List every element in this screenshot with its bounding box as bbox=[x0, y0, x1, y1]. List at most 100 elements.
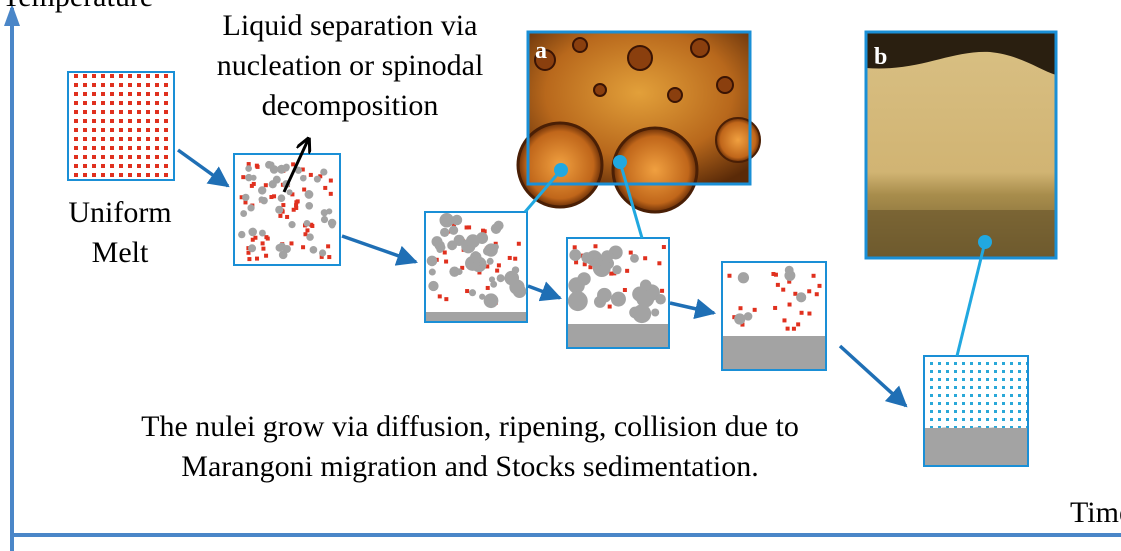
nucleation-growth-box-red-particle bbox=[437, 294, 442, 299]
coalescence-box-gray-droplet bbox=[630, 253, 639, 263]
coalescence-box-gray-droplet bbox=[591, 257, 602, 268]
separation-box-red-particle bbox=[243, 200, 248, 205]
nucleation-growth-box-gray-droplet bbox=[486, 257, 494, 265]
separation-box-red-particle bbox=[261, 246, 266, 251]
micrograph-a: a bbox=[516, 30, 761, 214]
separation-box-gray-droplet bbox=[313, 175, 321, 183]
separation-box-gray-droplet bbox=[240, 210, 248, 217]
separation-box-gray-droplet bbox=[278, 250, 288, 260]
separation-box-red-particle bbox=[300, 167, 305, 172]
separation-box-red-particle bbox=[254, 163, 259, 168]
nucleation-growth-box-gray-droplet bbox=[439, 213, 454, 228]
coalescence-box-gray-droplet bbox=[597, 287, 612, 303]
sedimentation-box-red-particle bbox=[771, 271, 776, 276]
separation-box-red-particle bbox=[328, 191, 333, 196]
separation-box-gray-droplet bbox=[258, 196, 265, 203]
coalescence-box-red-particle bbox=[660, 288, 665, 293]
sedimentation-box-red-particle bbox=[799, 310, 804, 315]
nucleation-growth-box-red-particle bbox=[460, 265, 465, 270]
sedimentation-box-gray-droplet bbox=[743, 312, 753, 321]
separation-box-red-particle bbox=[290, 192, 295, 197]
nucleation-growth-box-gray-droplet bbox=[490, 280, 498, 288]
sedimentation-box-red-particle bbox=[773, 305, 778, 310]
sedimentation-box-red-particle bbox=[773, 272, 778, 277]
separation-box-gray-droplet bbox=[305, 201, 314, 210]
coalescence-box-red-particle bbox=[609, 271, 614, 276]
nucleation-growth-box-red-particle bbox=[495, 268, 500, 273]
nucleation-growth-box-red-particle bbox=[477, 270, 482, 275]
coalescence-box-red-particle bbox=[582, 262, 587, 267]
separation-box-gray-droplet bbox=[304, 190, 314, 199]
nucleation-growth-box-red-particle bbox=[516, 241, 521, 246]
separation-box-gray-droplet bbox=[320, 168, 328, 176]
separation-box-red-particle bbox=[247, 257, 252, 262]
nucleation-growth-box-red-particle bbox=[465, 289, 470, 294]
melt-label: Uniform Melt bbox=[45, 193, 195, 273]
separation-box-red-particle bbox=[309, 222, 314, 227]
separation-box-gray-droplet bbox=[245, 165, 252, 172]
sedimentation-box-red-particle bbox=[727, 273, 732, 278]
nucleation-growth-box-gray-droplet bbox=[428, 268, 436, 276]
nucleation-growth-box-red-particle bbox=[485, 264, 490, 269]
coalescence-box-red-particle bbox=[588, 265, 593, 270]
melt-label-line-1: Uniform bbox=[68, 196, 172, 229]
separation-box-red-particle bbox=[281, 203, 286, 208]
separation-box-gray-droplet bbox=[328, 222, 336, 229]
separation-box-red-particle bbox=[251, 181, 256, 186]
separation-box-red-particle bbox=[291, 162, 296, 167]
separation-box-red-particle bbox=[301, 245, 306, 250]
separation-box-red-particle bbox=[264, 235, 269, 240]
sedimentation-box-red-particle bbox=[793, 291, 798, 296]
sedimentation-box-red-particle bbox=[787, 279, 792, 284]
separation-box-red-particle bbox=[327, 255, 332, 260]
separation-note-line-1: Liquid separation via bbox=[222, 9, 478, 42]
separation-box-red-particle bbox=[302, 187, 307, 192]
separation-box-red-particle bbox=[308, 172, 313, 177]
sedimentation-box-red-particle bbox=[785, 326, 790, 331]
separation-box-red-particle bbox=[319, 254, 324, 259]
separation-box-red-particle bbox=[289, 241, 294, 246]
separation-box-red-particle bbox=[318, 174, 323, 179]
sedimentation-box-red-particle bbox=[811, 273, 816, 278]
separation-box-gray-droplet bbox=[248, 244, 257, 253]
separation-box-gray-droplet bbox=[299, 174, 307, 182]
separation-box-red-particle bbox=[263, 183, 268, 188]
nucleation-growth-box-gray-droplet bbox=[504, 270, 520, 286]
separation-box-red-particle bbox=[305, 228, 310, 233]
separation-box-gray-droplet bbox=[275, 205, 284, 214]
arrow-1 bbox=[176, 148, 230, 188]
separation-box-gray-droplet bbox=[245, 173, 253, 182]
nucleation-growth-box-gray-droplet bbox=[440, 227, 450, 238]
separation-note: Liquid separation via nucleation or spin… bbox=[185, 6, 515, 126]
separation-box-gray-droplet bbox=[277, 194, 286, 203]
sedimentation-box-red-particle bbox=[807, 311, 812, 316]
nucleation-growth-box-gray-droplet bbox=[438, 244, 446, 252]
separation-box-red-particle bbox=[323, 185, 328, 190]
coalescence-box-red-particle bbox=[572, 245, 577, 250]
y-axis-arrowhead bbox=[4, 4, 20, 26]
coalescence-box-gray-droplet bbox=[612, 265, 622, 275]
separation-box-gray-droplet bbox=[248, 227, 257, 237]
separation-box-gray-droplet bbox=[258, 186, 267, 195]
micrograph-connectors bbox=[523, 155, 992, 357]
nucleation-growth-box-gray-droplet bbox=[496, 274, 505, 283]
separation-box-gray-droplet bbox=[303, 219, 311, 227]
arrow-2 bbox=[341, 234, 418, 266]
nucleation-growth-box-gray-droplet bbox=[492, 243, 499, 251]
separation-box-gray-droplet bbox=[238, 230, 246, 239]
arrow-4 bbox=[669, 298, 717, 320]
growth-note-line-2: Marangoni migration and Stocks sedimenta… bbox=[181, 450, 759, 483]
nucleation-growth-box-red-particle bbox=[444, 259, 449, 264]
separation-box-red-particle bbox=[241, 175, 246, 180]
separation-box-gray-droplet bbox=[275, 243, 284, 252]
separation-box-gray-droplet bbox=[277, 164, 286, 174]
coalescence-box-red-particle bbox=[593, 244, 598, 249]
nucleation-growth-box-gray-droplet bbox=[493, 220, 504, 231]
arrow-3 bbox=[527, 281, 562, 302]
coalescence-box-gray-droplet bbox=[632, 304, 652, 324]
y-axis-label: Temperature bbox=[2, 0, 153, 13]
sedimentation-box-red-particle bbox=[775, 282, 780, 287]
sedimentation-box-red-particle bbox=[787, 302, 792, 307]
growth-note-line-1: The nulei grow via diffusion, ripening, … bbox=[141, 410, 799, 443]
